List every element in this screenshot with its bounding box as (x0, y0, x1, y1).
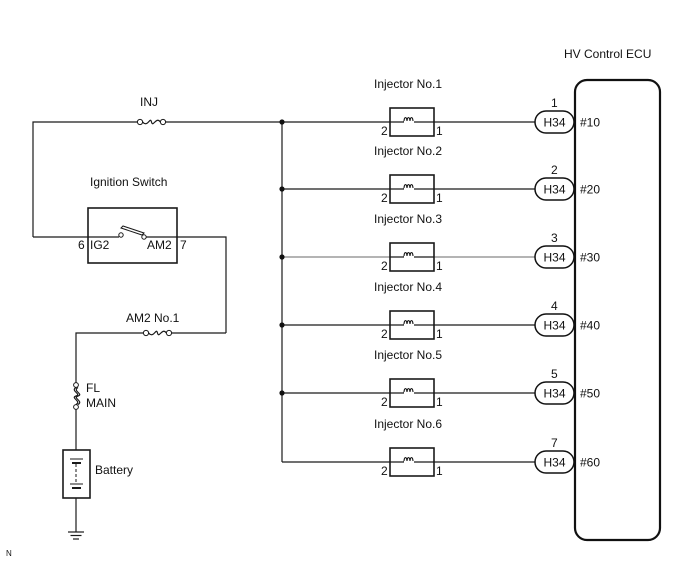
inj-circuit: INJ (32, 95, 282, 237)
injector-name: Injector No.3 (374, 212, 442, 226)
battery-icon (70, 458, 83, 489)
ecu-terminal: #20 (580, 183, 600, 197)
connector-label: H34 (543, 456, 565, 470)
connector-pin: 1 (551, 96, 558, 110)
injector-pin-out: 1 (436, 464, 443, 478)
injector-name: Injector No.1 (374, 77, 442, 91)
connector-h34 (534, 110, 575, 134)
injector-name: Injector No.5 (374, 348, 442, 362)
ignition-switch-title: Ignition Switch (90, 175, 167, 189)
injector-pin-in: 2 (381, 464, 388, 478)
inj-fuse-icon (136, 118, 167, 126)
hv-control-ecu (573, 78, 662, 542)
inj-fuse-label: INJ (140, 95, 158, 109)
ecu-terminal: #40 (580, 319, 600, 333)
connector-label: H34 (543, 387, 565, 401)
coil-icon (398, 116, 426, 123)
connector-h34 (534, 313, 575, 337)
am2-fuse-icon (142, 329, 173, 337)
fusible-link-icon (73, 382, 81, 410)
injector-pin-out: 1 (436, 259, 443, 273)
connector-label: H34 (543, 183, 565, 197)
battery-label: Battery (95, 463, 133, 477)
connector-label: H34 (543, 116, 565, 130)
connector-h34 (534, 450, 575, 474)
junction-dot (279, 322, 285, 328)
connector-h34 (534, 245, 575, 269)
connector-h34 (534, 177, 575, 201)
coil-icon (398, 456, 426, 463)
junction-dot (279, 254, 285, 260)
fl-main-fuse: FL MAIN (73, 381, 116, 450)
connector-label: H34 (543, 251, 565, 265)
coil-icon (398, 387, 426, 394)
injector-name: Injector No.2 (374, 144, 442, 158)
injector-pin-out: 1 (436, 124, 443, 138)
injector-row: Injector No.6 2 1 H34 7 #60 (282, 417, 600, 478)
injector-row: Injector No.3 2 1 H34 3 #30 (279, 212, 600, 273)
am2-circuit: AM2 No.1 (75, 311, 226, 383)
battery: Battery (62, 449, 133, 540)
corner-mark: N (6, 549, 12, 558)
injector-name: Injector No.4 (374, 280, 442, 294)
injector-row: Injector No.2 2 1 H34 2 #20 (279, 144, 600, 205)
injector-pin-in: 2 (381, 191, 388, 205)
coil-icon (398, 183, 426, 190)
ground-icon (68, 531, 84, 540)
connector-pin: 4 (551, 299, 558, 313)
connector-pin: 5 (551, 367, 558, 381)
injector-pin-in: 2 (381, 124, 388, 138)
connector-pin: 3 (551, 231, 558, 245)
ignition-terminal-am2: AM2 (147, 238, 172, 252)
ecu-terminal: #60 (580, 456, 600, 470)
ignition-pin-6: 6 (78, 238, 85, 252)
ecu-title: HV Control ECU (564, 47, 651, 61)
inj-wire-left (32, 121, 137, 237)
ignition-pin-7: 7 (180, 238, 187, 252)
ignition-switch: Ignition Switch 6 IG2 AM2 7 (33, 175, 227, 333)
ignition-switch-box (87, 207, 178, 264)
am2-fuse-label: AM2 No.1 (126, 311, 180, 325)
connector-label: H34 (543, 319, 565, 333)
switch-contact-icon (88, 225, 177, 240)
junction-dot (279, 119, 285, 125)
injector-pin-out: 1 (436, 395, 443, 409)
injector-row: Injector No.5 2 1 H34 5 #50 (279, 348, 600, 409)
fl-main-label-1: FL (86, 381, 100, 395)
injector-pin-out: 1 (436, 327, 443, 341)
injector-pin-in: 2 (381, 327, 388, 341)
connector-pin: 2 (551, 163, 558, 177)
injector-pin-in: 2 (381, 259, 388, 273)
ecu-terminal: #10 (580, 116, 600, 130)
injector-name: Injector No.6 (374, 417, 442, 431)
fl-main-label-2: MAIN (86, 396, 116, 410)
coil-icon (398, 319, 426, 326)
ecu-terminal: #50 (580, 387, 600, 401)
coil-icon (398, 251, 426, 258)
injector-pin-in: 2 (381, 395, 388, 409)
junction-dot (279, 390, 285, 396)
injector-pin-out: 1 (436, 191, 443, 205)
junction-dot (279, 186, 285, 192)
injector-row: Injector No.4 2 1 H34 4 #40 (279, 280, 600, 341)
ignition-terminal-ig2: IG2 (90, 238, 110, 252)
connector-h34 (534, 381, 575, 405)
connector-pin: 7 (551, 436, 558, 450)
ecu-terminal: #30 (580, 251, 600, 265)
